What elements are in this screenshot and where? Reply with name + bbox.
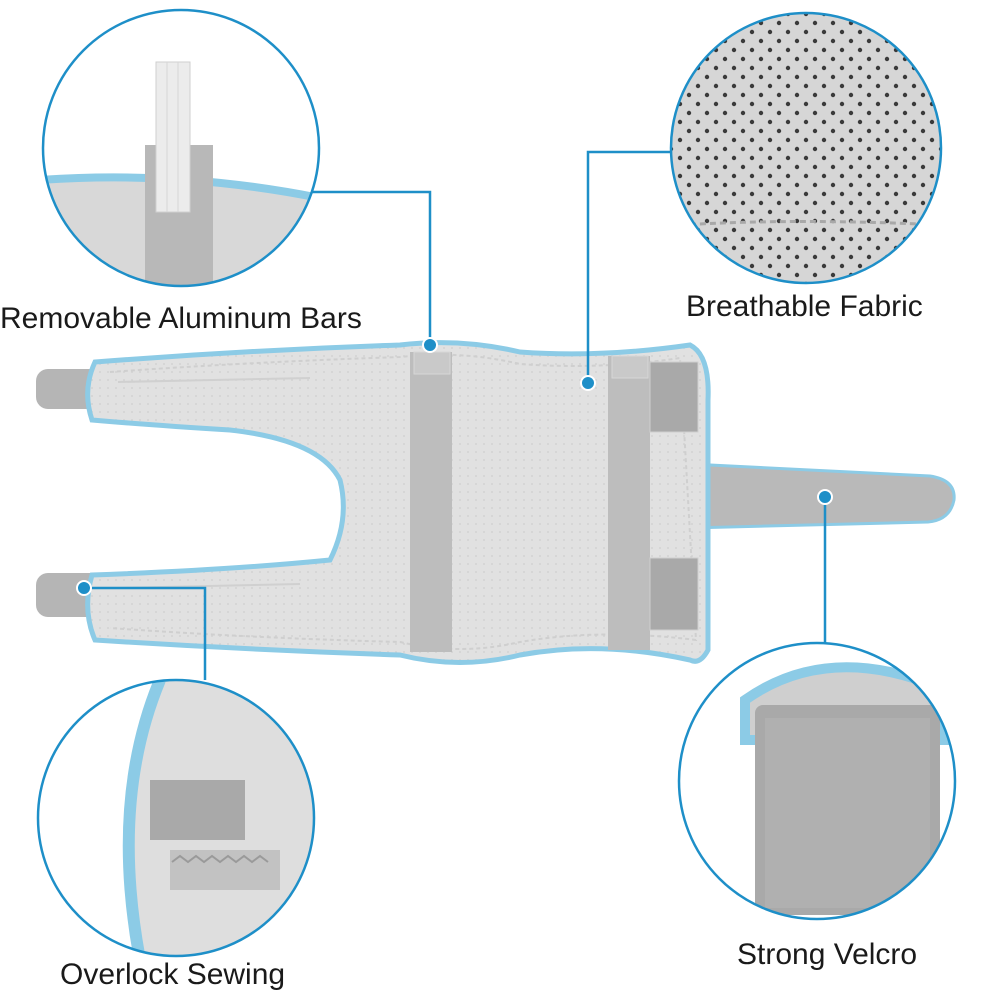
strong-velcro-label: Strong Velcro [737, 938, 918, 971]
left-aluminum-bar-pocket [410, 352, 452, 652]
inner-stitching [109, 353, 698, 650]
bars-dot [422, 337, 438, 353]
breathable-fabric-label: Breathable Fabric [686, 290, 923, 323]
left-bar-cap [413, 351, 451, 375]
overlock-sewing-closeup [36, 678, 316, 958]
callout-dots [76, 337, 833, 596]
fabric-connector [586, 150, 680, 382]
overlock-connector [84, 586, 207, 680]
aluminum-bars-label: Removable Aluminum Bars [0, 302, 362, 335]
velcro-dot [817, 489, 833, 505]
upper-velcro-patch [649, 361, 699, 433]
strong-velcro-closeup [677, 641, 957, 921]
brace-body [85, 340, 711, 665]
bars-connector [312, 190, 432, 344]
callout-connectors [84, 150, 827, 680]
fabric-dot [580, 375, 596, 391]
breathable-fabric-closeup [669, 11, 943, 285]
wrist-brace [36, 340, 956, 665]
overlock-dot [76, 580, 92, 596]
right-bar-cap [611, 355, 649, 379]
top-strap-stitch [117, 377, 311, 383]
lower-velcro-patch [649, 557, 699, 631]
aluminum-bars-closeup [41, 8, 321, 288]
overlock-sewing-label: Overlock Sewing [60, 958, 286, 991]
right-aluminum-bar-pocket [608, 356, 650, 650]
